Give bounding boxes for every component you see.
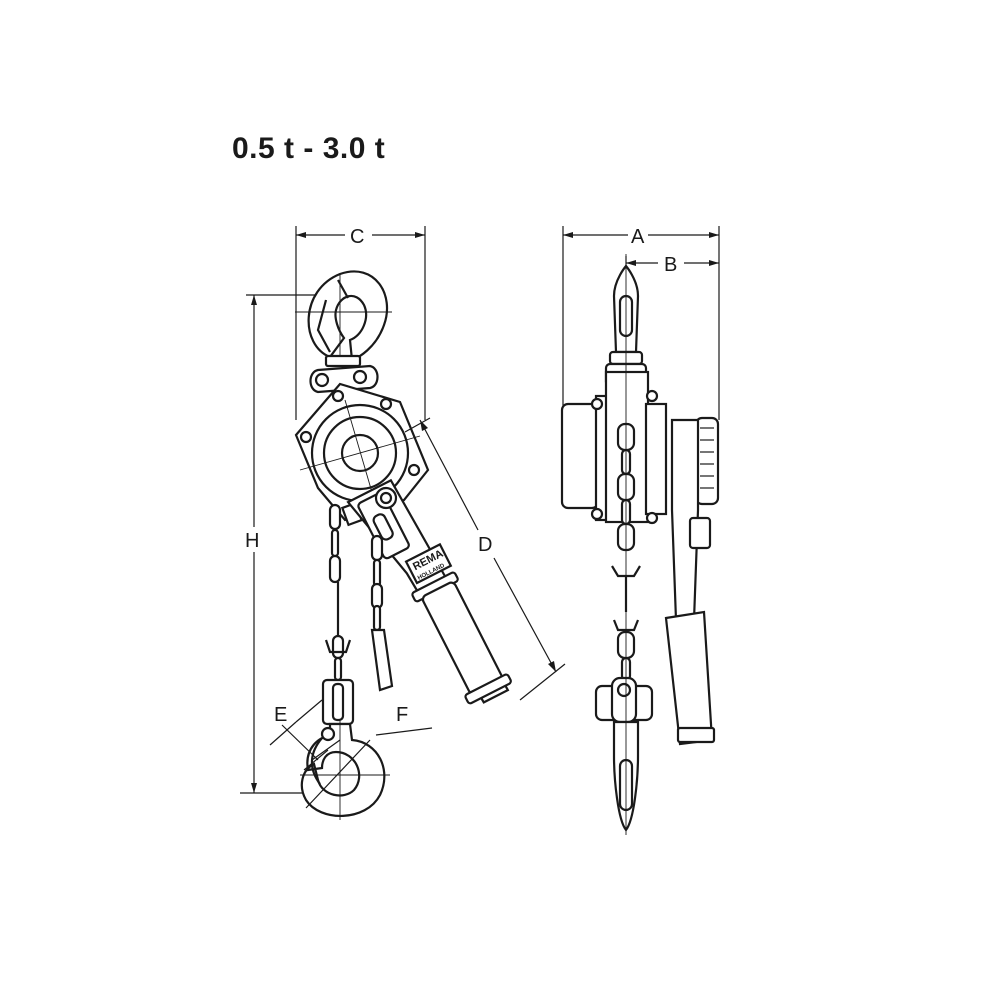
dimension-d-label: D [478,534,492,556]
side-view: A B [560,226,720,835]
lever-handle [346,478,512,705]
dimension-b-label: B [664,254,677,276]
dimension-a-label: A [631,226,645,248]
load-chain [328,503,345,682]
dimension-f: F [305,704,433,809]
front-view: C H [240,226,566,820]
dimension-b: B [625,254,719,300]
dimension-a: A [562,226,720,420]
bottom-hook-block [321,639,355,726]
dimension-f-label: F [396,704,408,726]
side-lever [664,418,716,746]
top-bracket [309,364,379,394]
hand-chain [370,534,394,692]
dimension-c-label: C [350,226,364,248]
top-hook [295,270,392,368]
page-title: 0.5 t - 3.0 t [232,132,386,165]
side-ratchet [694,416,720,506]
dimension-h-label: H [245,530,259,552]
dimension-d: D [404,417,566,701]
side-bottom-block [594,254,654,835]
dimension-e: E [269,699,341,771]
dimension-c: C [295,226,426,420]
side-gear-cover [560,370,668,525]
pivot-pin [379,491,393,505]
dimension-e-label: E [274,704,287,726]
